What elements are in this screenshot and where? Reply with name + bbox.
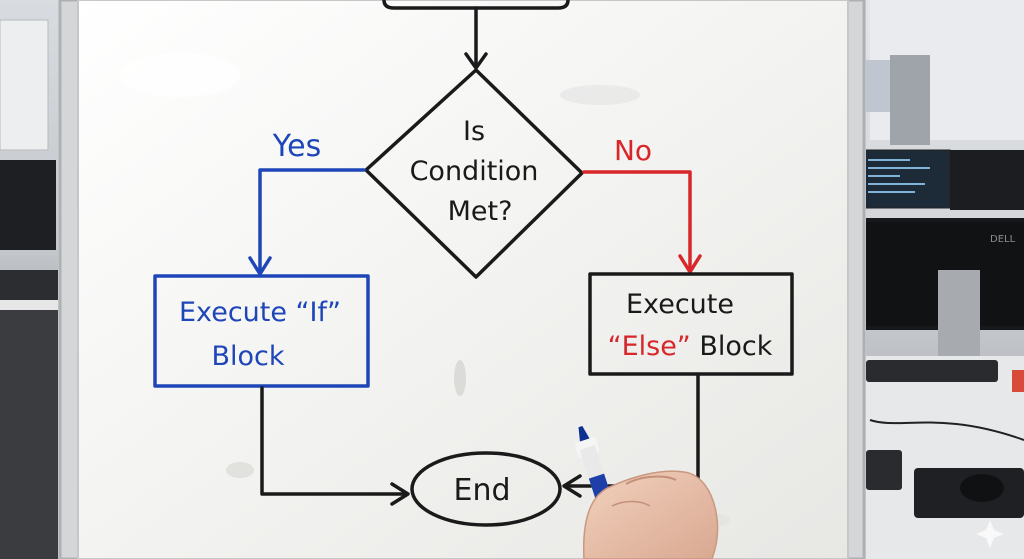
if-block-line-2: Block: [211, 341, 284, 372]
whiteboard: [58, 0, 866, 559]
arrow-start-to-decision: [464, 6, 488, 70]
yes-branch-arrow: [248, 168, 366, 276]
decision-line-1: Is: [463, 116, 485, 147]
end-oval: [410, 451, 562, 527]
else-block-box: [588, 272, 794, 376]
office-background-right: DELL: [858, 0, 1024, 559]
flowchart-labels: Is Condition Met? Yes No Execute “If” Bl…: [179, 116, 773, 508]
monitor-brand-logo: DELL: [990, 234, 1016, 245]
else-block-line-1: Execute: [626, 289, 734, 320]
hand-with-marker: [575, 426, 719, 559]
else-quoted-word: “Else”: [608, 331, 691, 362]
code-lines: [868, 159, 930, 193]
sparkle-icon: [976, 520, 1004, 548]
else-block-line-2: “Else” Block: [608, 331, 773, 362]
else-block-word: Block: [691, 331, 773, 362]
decision-diamond: [364, 68, 584, 279]
decision-line-2: Condition: [410, 156, 539, 187]
if-block-line-1: Execute “If”: [179, 297, 341, 328]
end-label: End: [453, 473, 510, 508]
decision-line-3: Met?: [448, 196, 513, 227]
no-label: No: [614, 134, 652, 167]
hand: [582, 470, 719, 559]
yes-label: Yes: [272, 129, 321, 164]
if-block-box: [153, 274, 370, 388]
arrow-if-to-end: [260, 386, 410, 506]
no-branch-arrow: [582, 170, 702, 274]
